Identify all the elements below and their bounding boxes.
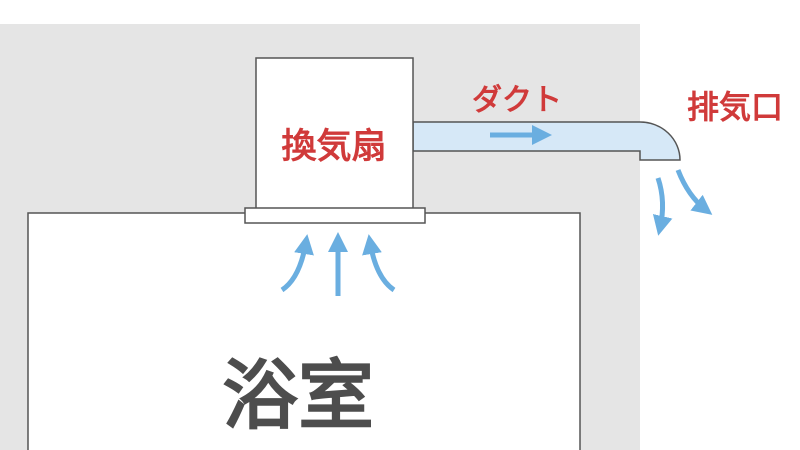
fan-grille xyxy=(244,207,426,224)
exhaust-arrow-icon xyxy=(652,177,673,236)
intake-arrows xyxy=(280,232,396,296)
intake-arrow-icon xyxy=(280,234,314,293)
exhaust-arrows xyxy=(652,169,713,236)
outlet-label: 排気口 xyxy=(687,88,783,126)
duct-label: ダクト xyxy=(472,83,562,118)
room-label: 浴室 xyxy=(222,351,374,440)
fan-label: 換気扇 xyxy=(281,127,386,167)
exhaust-arrow-icon xyxy=(675,169,713,215)
intake-arrow-icon xyxy=(362,234,396,293)
